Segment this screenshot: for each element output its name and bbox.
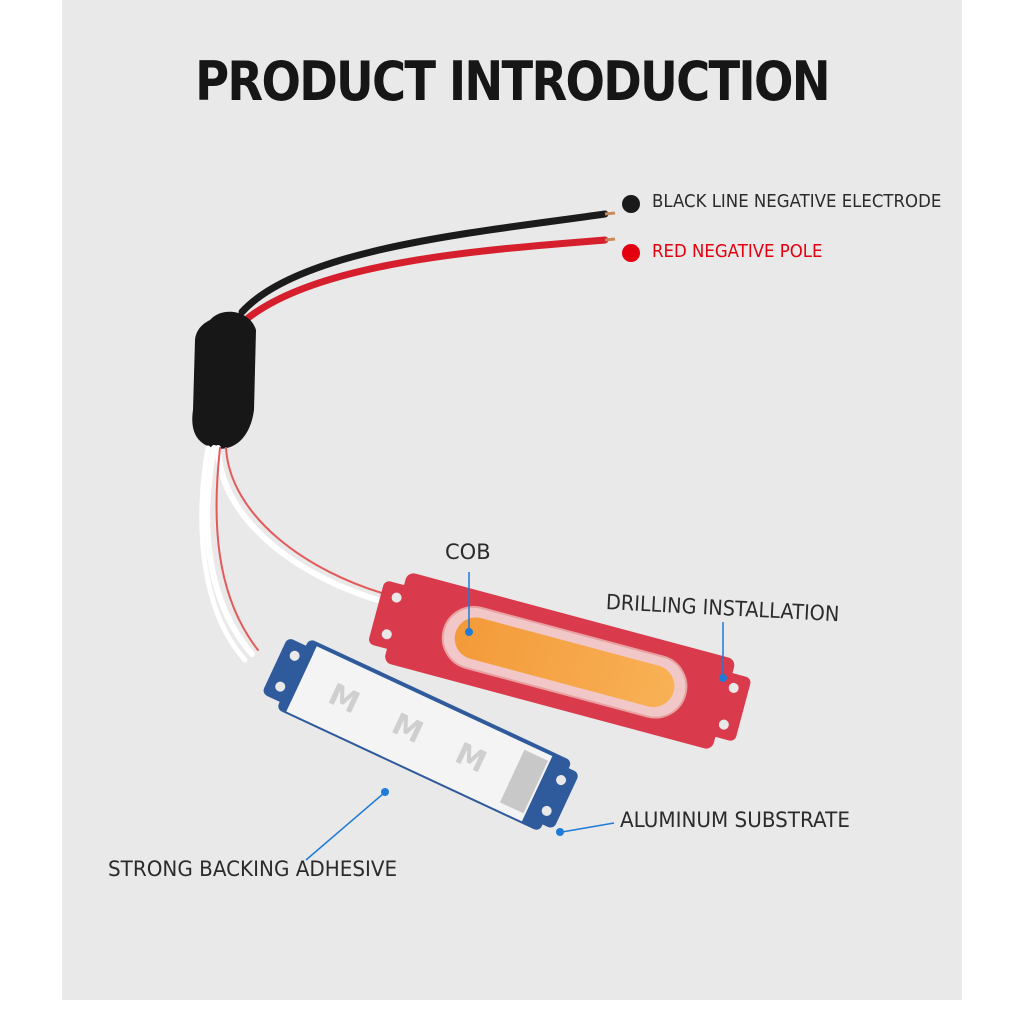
cable-junction	[192, 311, 256, 449]
callout-dots	[381, 628, 727, 836]
background-panel	[62, 0, 962, 1000]
black-line-label: BLACK LINE NEGATIVE ELECTRODE	[652, 191, 942, 212]
red-line-dot	[622, 244, 640, 262]
aluminum-substrate-label: ALUMINUM SUBSTRATE	[620, 808, 850, 832]
red-module	[369, 573, 751, 749]
cob-label: COB	[445, 540, 491, 564]
blue-module: MMM	[263, 639, 578, 830]
power-cables	[238, 210, 616, 322]
backing-adhesive-label: STRONG BACKING ADHESIVE	[108, 857, 398, 881]
callout-lines	[305, 572, 724, 861]
red-line-label: RED NEGATIVE POLE	[652, 241, 823, 262]
module-wires	[199, 445, 395, 663]
page-title: PRODUCT INTRODUCTION	[195, 50, 830, 113]
black-line-dot	[622, 195, 640, 213]
